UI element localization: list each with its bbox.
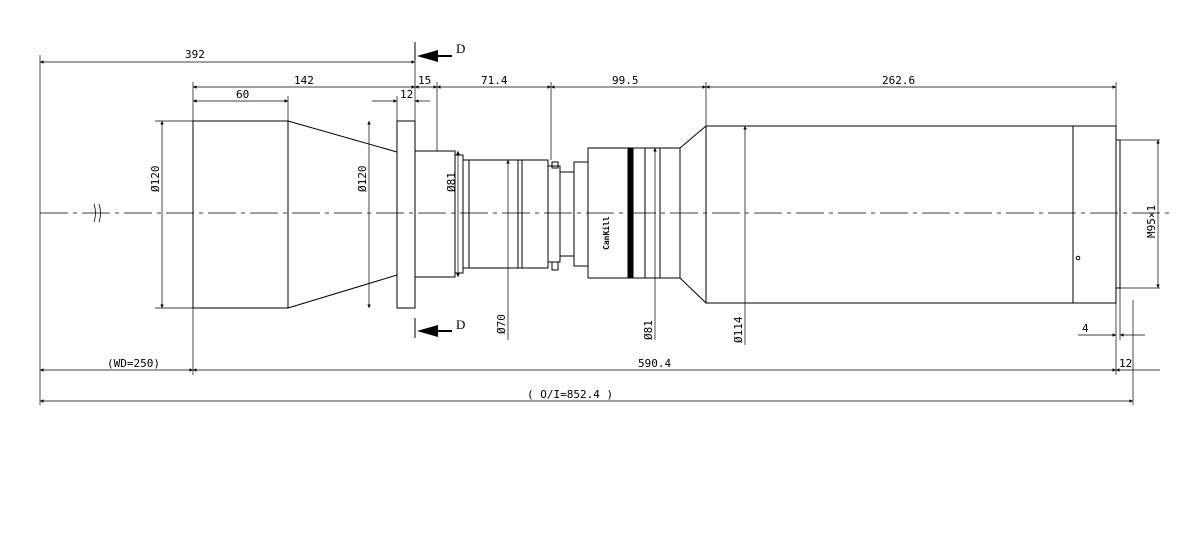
rear-cone <box>679 125 707 304</box>
section-marker-bottom: D <box>414 317 465 338</box>
connector <box>547 165 561 263</box>
svg-text:D: D <box>456 317 465 332</box>
dim-262-6: 262.6 <box>882 74 915 87</box>
dim-392: 392 <box>185 48 205 61</box>
dim-object-image: ( O/I=852.4 ) <box>527 388 613 401</box>
dim-4: 4 <box>1082 322 1089 335</box>
dim-dia-cone: Ø120 <box>356 166 369 193</box>
dim-working-distance: (WD=250) <box>107 357 160 370</box>
dim-dia-front: Ø120 <box>149 166 162 193</box>
lens-body <box>192 120 1160 309</box>
dim-dia-focus: Ø81 <box>642 320 655 340</box>
mid-section <box>462 159 549 269</box>
mount-flange <box>396 120 416 309</box>
thread-mount <box>1115 139 1121 289</box>
dim-60: 60 <box>236 88 249 101</box>
dim-71-4: 71.4 <box>481 74 508 87</box>
rear-body <box>705 125 1117 304</box>
dim-99-5: 99.5 <box>612 74 639 87</box>
axis-break-mark <box>93 203 101 223</box>
dim-590-4: 590.4 <box>638 357 671 370</box>
dim-12: 12 <box>400 88 413 101</box>
section-marker-top: D <box>414 41 465 62</box>
dim-142: 142 <box>294 74 314 87</box>
front-barrel <box>192 120 289 309</box>
svg-text:D: D <box>456 41 465 56</box>
front-cone <box>287 120 398 309</box>
dim-dia-collar: Ø81 <box>445 172 458 192</box>
dim-thread: M95×1 <box>1145 205 1158 238</box>
focus-ring <box>587 147 681 279</box>
dim-12-rear: 12 <box>1119 357 1132 370</box>
dim-15: 15 <box>418 74 431 87</box>
brand-label: CanKill <box>601 216 611 250</box>
dim-dia-rear: Ø114 <box>732 316 745 343</box>
collar <box>414 150 456 278</box>
dim-dia-mid: Ø70 <box>495 314 508 334</box>
